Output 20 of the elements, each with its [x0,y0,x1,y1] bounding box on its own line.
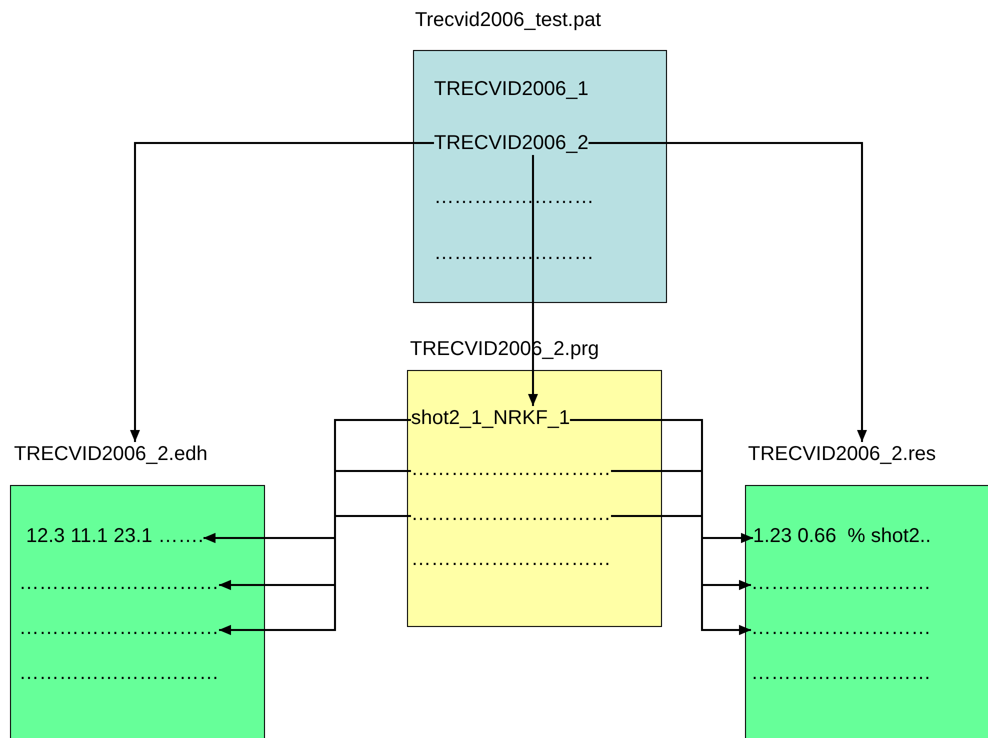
list-entry: ………………………… [19,661,219,685]
file-name-label: TRECVID2006_2.edh [14,442,208,466]
list-entry: ………………………… [411,457,611,481]
list-entry: ……………………… [751,571,931,595]
list-entry: TRECVID2006_2 [434,131,589,155]
list-entry: ……………………… [751,661,931,685]
list-entry: ………………………… [411,502,611,526]
list-entry: ………………………… [19,616,219,640]
arrow [528,155,538,406]
file-name-label: Trecvid2006_test.pat [415,8,602,32]
list-entry: TRECVID2006_1 [434,77,589,101]
file-name-label: TRECVID2006_2.res [748,442,936,466]
arrow [130,142,434,442]
list-entry: ………………………… [411,547,611,571]
list-entry: ……………………… [751,616,931,640]
arrow [588,142,867,442]
list-entry: shot2_1_NRKF_1 [411,406,570,430]
list-entry: 1.23 0.66 % shot2.. [753,524,931,548]
list-entry: 12.3 11.1 23.1 ……. [26,524,204,548]
list-entry: ………………………… [19,571,219,595]
